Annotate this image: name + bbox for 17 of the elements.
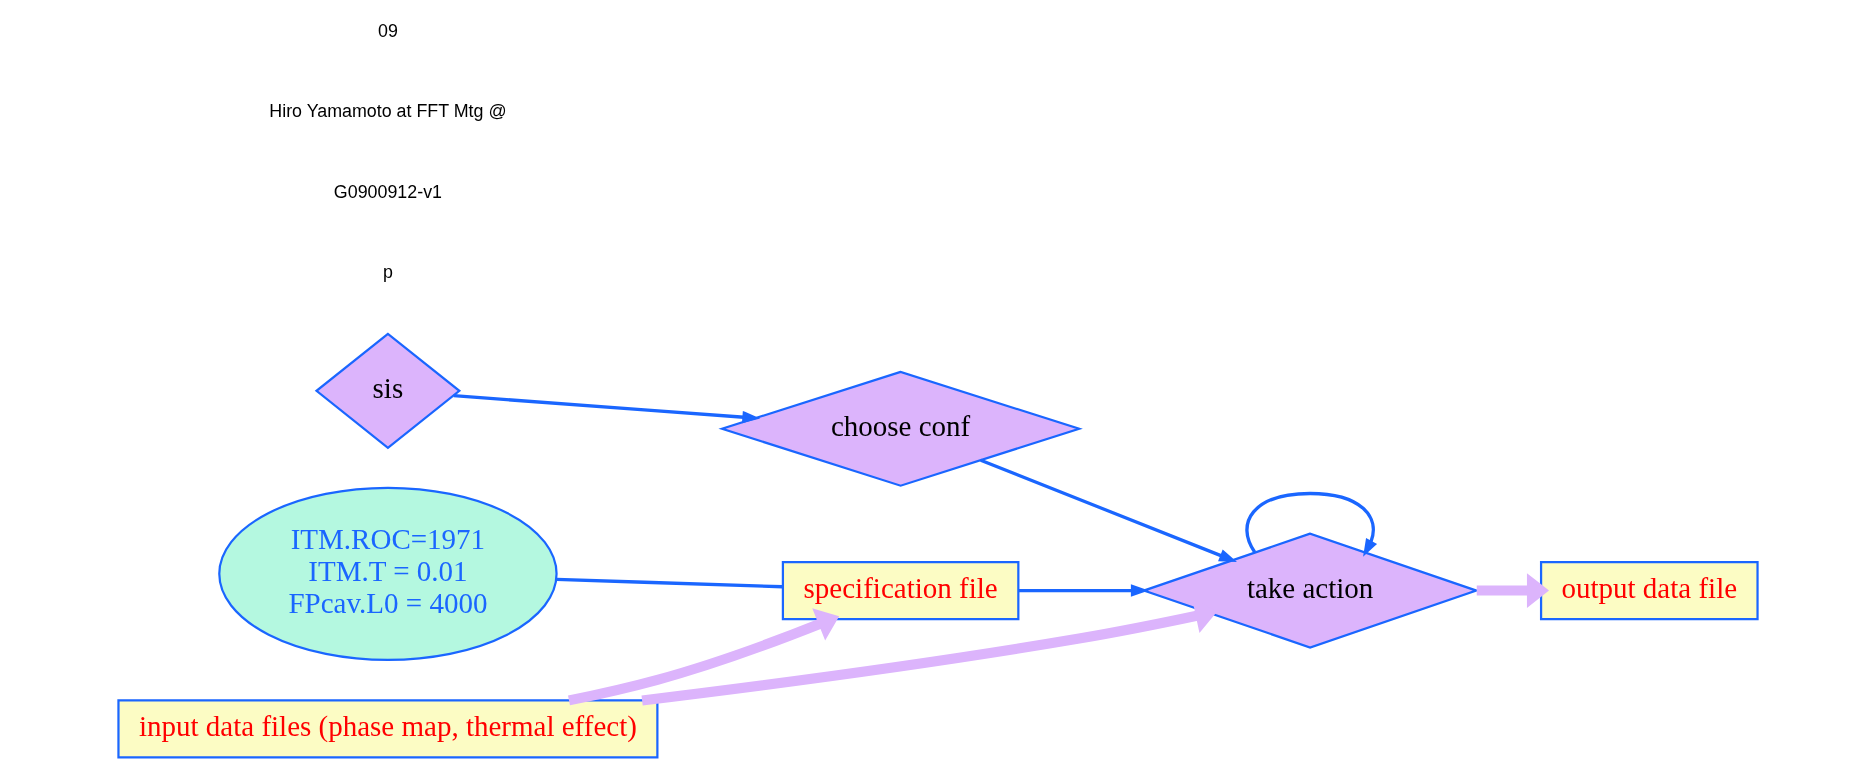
arrow [1476,573,1549,608]
label: p [382,261,393,282]
arrow [979,458,1237,562]
node-ellipse: ITM.ROC=1971 ITM.T = 0.01 FPcav.L0 = 4000 [217,486,558,662]
arrow [453,394,760,424]
arrow [1017,584,1149,597]
arrow [567,608,839,706]
node-box: input data files (phase map, thermal effect) [116,699,658,759]
label: 09 [377,20,398,41]
label: Hiro Yamamoto at FFT Mtg @ [268,101,507,122]
node-diamond: choose conf [717,370,1083,487]
label: G0900912-v1 [333,181,442,202]
connector [556,577,783,589]
node-box: specification file [781,561,1019,621]
node-box: output data file [1539,561,1759,621]
arrow [1244,491,1377,557]
node-diamond: sis [314,332,461,450]
